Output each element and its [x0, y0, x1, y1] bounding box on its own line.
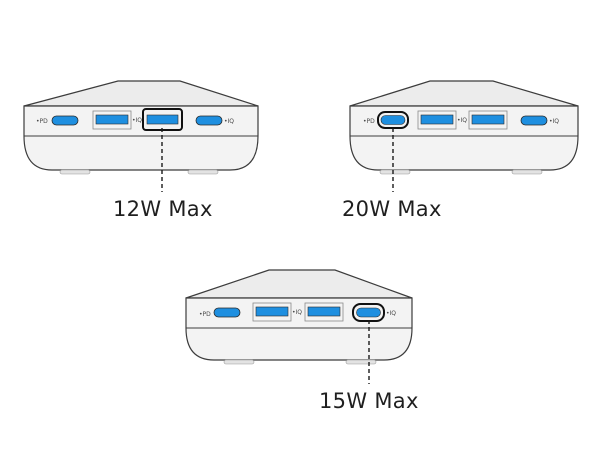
charger-2-callout-label: 20W Max — [342, 197, 442, 221]
charger-2-foot-left — [379, 169, 411, 175]
charger-3-foot-right — [345, 359, 377, 365]
charger-3-usb-a-port-1-frame — [252, 302, 292, 322]
charger-2-foot-right — [511, 169, 543, 175]
charger-3: •PD •IQ •IQ 15W Max — [185, 269, 419, 413]
charger-2-usb-a-port-1 — [420, 114, 454, 125]
charger-2-usb-a-port-2 — [471, 114, 505, 125]
charger-2-port-tag-iq-1: •IQ — [457, 117, 467, 124]
charger-2: •PD •IQ •IQ 20W Max — [342, 80, 579, 221]
charger-1-port-tag-iq-2: •IQ — [224, 118, 234, 125]
charger-1-usb-a-port-1-frame — [92, 110, 132, 130]
charger-3-callout-label: 15W Max — [319, 389, 419, 413]
charger-1-usb-c-port-1 — [51, 115, 79, 126]
charger-1-foot-right — [187, 169, 219, 175]
charger-1-usb-c-port-2 — [195, 115, 223, 126]
charger-2-port-tag-pd: •PD — [363, 118, 375, 125]
charger-2-usb-a-port-2-frame — [468, 110, 508, 130]
charger-2-port-tag-iq-2: •IQ — [549, 118, 559, 125]
charger-1-callout-label: 12W Max — [113, 197, 213, 221]
charger-3-usb-a-port-2 — [307, 306, 341, 317]
charger-1-usb-a-port-1 — [95, 114, 129, 125]
charger-3-top-face — [185, 269, 413, 299]
charger-3-body — [185, 297, 413, 361]
charger-1-foot-left — [59, 169, 91, 175]
charger-3-usb-c-port-1 — [213, 307, 241, 318]
charger-1: •PD •IQ •IQ 12W Max — [23, 80, 259, 221]
charger-3-usb-a-port-1 — [255, 306, 289, 317]
charger-3-port-tag-iq-1: •IQ — [292, 309, 302, 316]
charger-3-port-tag-iq-2: •IQ — [386, 310, 396, 317]
charger-3-port-tag-pd: •PD — [199, 311, 211, 318]
charger-3-usb-c-port-2 — [356, 307, 381, 318]
charger-2-top-face — [349, 80, 579, 107]
charger-2-usb-c-port-1 — [380, 115, 406, 125]
charger-1-top-face — [23, 80, 259, 107]
charger-1-port-tag-pd: •PD — [36, 118, 48, 125]
charger-2-usb-a-port-1-frame — [417, 110, 457, 130]
charger-1-port-tag-iq-1: •IQ — [132, 117, 142, 124]
charger-2-usb-c-port-2 — [520, 115, 548, 126]
charger-3-usb-a-port-2-frame — [304, 302, 344, 322]
charger-1-usb-a-port-2 — [146, 114, 179, 125]
charger-3-foot-left — [223, 359, 255, 365]
